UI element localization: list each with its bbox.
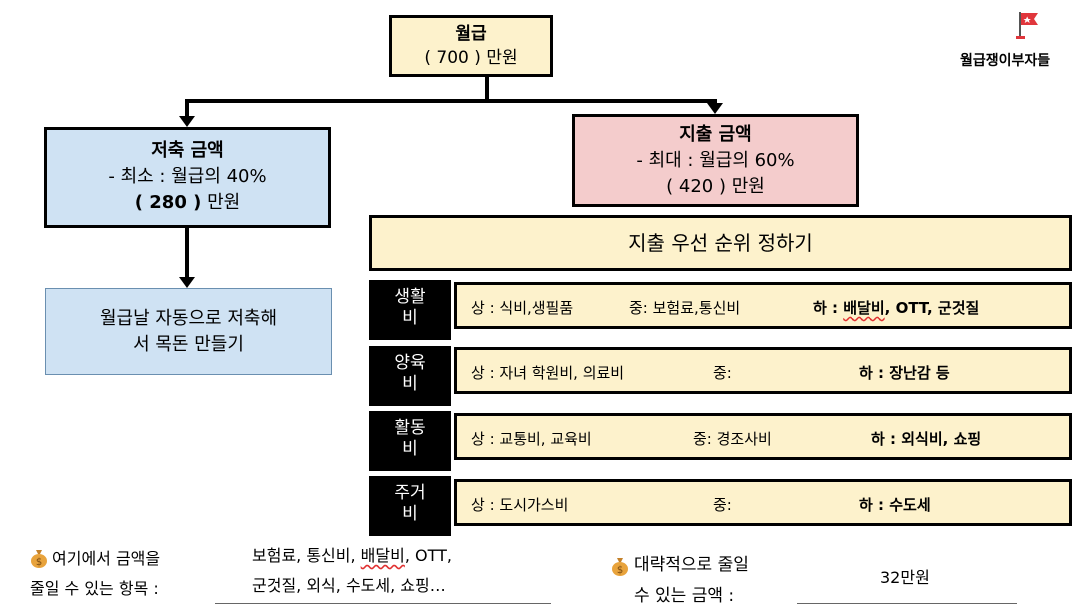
reducible-items-label-line2: 줄일 수 있는 항목 :: [30, 579, 159, 598]
category-row-childcare: 상 : 자녀 학원비, 의료비 중: 하 : 장난감 등: [454, 347, 1072, 394]
money-bag-icon: $: [612, 558, 628, 576]
category-name-line2: 비: [402, 439, 418, 459]
salary-unit: 만원: [486, 48, 518, 68]
salary-amount: ( 700 ) 만원: [392, 46, 550, 70]
category-name-line1: 주거: [394, 483, 426, 503]
priority-high: 상 : 식비,생필품: [471, 299, 574, 317]
items-underline: [215, 603, 551, 604]
priority-low-rest: , OTT, 군것질: [884, 299, 980, 317]
reducible-amount-label-line2: 수 있는 금액 :: [634, 586, 735, 606]
category-name-line1: 활동: [394, 418, 426, 438]
priority-title: 지출 우선 순위 정하기: [369, 215, 1072, 271]
priority-high: 상 : 교통비, 교육비: [471, 430, 592, 448]
priority-high: 상 : 도시가스비: [471, 496, 569, 514]
category-row-living: 상 : 식비,생필품 중: 보험료,통신비 하 : 배달비, OTT, 군것질: [454, 282, 1072, 329]
priority-mid: 중: 보험료,통신비: [629, 299, 741, 317]
salary-title: 월급: [455, 24, 487, 44]
spending-box: 지출 금액 - 최대 : 월급의 60% ( 420 ) 만원: [572, 114, 859, 207]
savings-amount: ( 280 ) 만원: [47, 190, 328, 216]
priority-mid: 중:: [713, 496, 732, 514]
category-label-living: 생활 비: [369, 280, 451, 340]
priority-mid: 중: 경조사비: [693, 430, 772, 448]
priority-low: 하 : 수도세: [859, 496, 931, 514]
reducible-items-line1-b: , OTT,: [404, 546, 452, 565]
savings-min-line: - 최소 : 월급의 40%: [108, 166, 267, 187]
salary-amount-value: ( 700 ): [424, 48, 481, 68]
spending-max-line: - 최대 : 월급의 60%: [636, 150, 795, 171]
svg-text:$: $: [36, 557, 42, 568]
priority-low-prefix: 하 :: [813, 299, 844, 317]
savings-unit: 만원: [207, 192, 241, 213]
reducible-items-label-line1: 여기에서 금액을: [52, 549, 161, 568]
autosave-box: 월급날 자동으로 저축해 서 목돈 만들기: [45, 288, 332, 375]
autosave-line1: 월급날 자동으로 저축해: [99, 308, 278, 329]
reducible-amount-label-line1: 대략적으로 줄일: [634, 555, 749, 575]
spending-amount: ( 420 ) 만원: [575, 174, 856, 200]
spending-amount-value: ( 420 ): [666, 176, 726, 197]
brand-name: 월급쟁이부자들: [960, 53, 1051, 69]
reducible-items-line2: 군것질, 외식, 수도세, 쇼핑…: [252, 576, 446, 595]
category-row-activity: 상 : 교통비, 교육비 중: 경조사비 하 : 외식비, 쇼핑: [454, 413, 1072, 460]
reducible-amount-value: 32만원: [880, 568, 930, 587]
category-name-line1: 양육: [394, 353, 426, 373]
category-name-line2: 비: [402, 504, 418, 524]
category-row-housing: 상 : 도시가스비 중: 하 : 수도세: [454, 479, 1072, 526]
reducible-items-line1-a: 보험료, 통신비,: [252, 546, 361, 565]
priority-low: 하 : 외식비, 쇼핑: [871, 430, 982, 448]
autosave-line2: 서 목돈 만들기: [133, 334, 244, 355]
amount-underline: [797, 603, 1017, 604]
priority-mid: 중:: [713, 364, 732, 382]
spending-title: 지출 금액: [679, 124, 752, 145]
category-name-line1: 생활: [394, 287, 426, 307]
savings-title: 저축 금액: [151, 140, 224, 161]
priority-low: 하 : 장난감 등: [859, 364, 950, 382]
savings-box: 저축 금액 - 최소 : 월급의 40% ( 280 ) 만원: [44, 127, 331, 228]
category-label-housing: 주거 비: [369, 476, 451, 536]
spending-unit: 만원: [731, 176, 765, 197]
priority-low: 하 : 배달비, OTT, 군것질: [813, 297, 979, 318]
category-name-line2: 비: [402, 308, 418, 328]
reducible-items-line1-spell: 배달비: [360, 546, 405, 565]
category-name-line2: 비: [402, 374, 418, 394]
category-label-childcare: 양육 비: [369, 346, 451, 406]
priority-low-spell: 배달비: [843, 299, 885, 317]
svg-text:$: $: [617, 565, 623, 576]
salary-box: 월급 ( 700 ) 만원: [389, 15, 553, 77]
reducible-items-line1: 보험료, 통신비, 배달비, OTT,: [252, 544, 452, 568]
category-label-activity: 활동 비: [369, 411, 451, 471]
priority-high: 상 : 자녀 학원비, 의료비: [471, 364, 625, 382]
savings-amount-value: ( 280 ): [134, 192, 202, 213]
flag-icon: [1016, 12, 1038, 39]
money-bag-icon: $: [31, 550, 47, 568]
